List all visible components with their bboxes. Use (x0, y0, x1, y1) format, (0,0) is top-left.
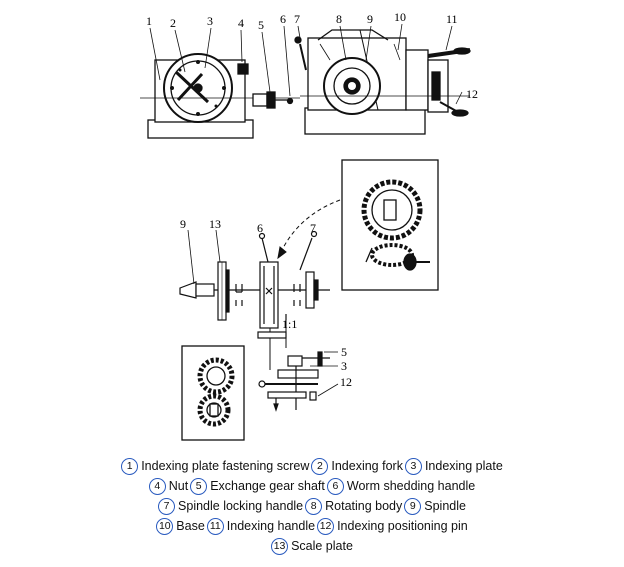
dividing-head-figure: 1 2 3 4 5 6 7 8 9 10 11 12 (140, 10, 478, 441)
part-number: 10 (394, 10, 406, 24)
part-number-badge: 13 (271, 537, 289, 555)
part-number: 7 (294, 12, 300, 26)
top-leader-lines (149, 23, 463, 105)
part-number-badge: 10 (156, 517, 174, 535)
legend-label: Indexing plate fastening screw (141, 459, 310, 473)
legend-label: Scale plate (291, 539, 353, 553)
legend-label: Indexing fork (331, 459, 403, 473)
part-number-badge: 9 (404, 497, 422, 515)
part-number: 2 (170, 16, 176, 30)
part-number-badge: 3 (404, 457, 422, 475)
part-number: 8 (336, 12, 342, 26)
part-number-badge: 5 (190, 477, 208, 495)
part-number: 12 (466, 87, 478, 101)
part-number: 5 (341, 345, 347, 359)
part-number-badge: 8 (305, 497, 323, 515)
legend-label: Nut (168, 479, 189, 493)
part-number-badge: 4 (148, 477, 166, 495)
schematic-part-numbers: 9 13 6 7 1:1 5 3 12 (180, 217, 352, 389)
part-number: 9 (367, 12, 373, 26)
part-number: 3 (341, 359, 347, 373)
legend-label: Rotating body (325, 499, 403, 513)
legend-label: Base (176, 519, 205, 533)
ratio-label: 1:1 (282, 317, 297, 331)
part-number-badge: 2 (311, 457, 329, 475)
front-view (140, 29, 471, 139)
part-number-badge: 12 (317, 517, 335, 535)
part-number: 3 (207, 14, 213, 28)
part-number: 12 (340, 375, 352, 389)
legend-label: Worm shedding handle (346, 479, 476, 493)
part-number: 9 (180, 217, 186, 231)
inset-pointer (277, 199, 341, 260)
part-number-badge: 7 (158, 497, 176, 515)
top-part-numbers: 1 2 3 4 5 6 7 8 9 10 11 12 (146, 10, 478, 101)
part-number: 1 (146, 14, 152, 28)
part-number: 6 (257, 221, 263, 235)
part-number-badge: 11 (206, 517, 224, 535)
schematic-leader-lines (187, 229, 339, 397)
worm-gear-inset (341, 159, 439, 291)
gear-pair-inset (181, 345, 245, 441)
part-number: 5 (258, 18, 264, 32)
legend-label: Indexing handle (226, 519, 316, 533)
part-number: 11 (446, 12, 458, 26)
part-number: 4 (238, 16, 244, 30)
part-number: 13 (209, 217, 221, 231)
part-number: 7 (310, 221, 316, 235)
part-number-badge: 6 (326, 477, 344, 495)
legend-label: Spindle (424, 499, 466, 513)
part-number: 6 (280, 12, 286, 26)
legend-label: Indexing plate (424, 459, 503, 473)
part-number-badge: 1 (121, 457, 139, 475)
legend-label: Spindle locking handle (178, 499, 304, 513)
transmission-schematic (179, 230, 330, 412)
legend-label: Indexing positioning pin (337, 519, 468, 533)
legend-label: Exchange gear shaft (210, 479, 325, 493)
